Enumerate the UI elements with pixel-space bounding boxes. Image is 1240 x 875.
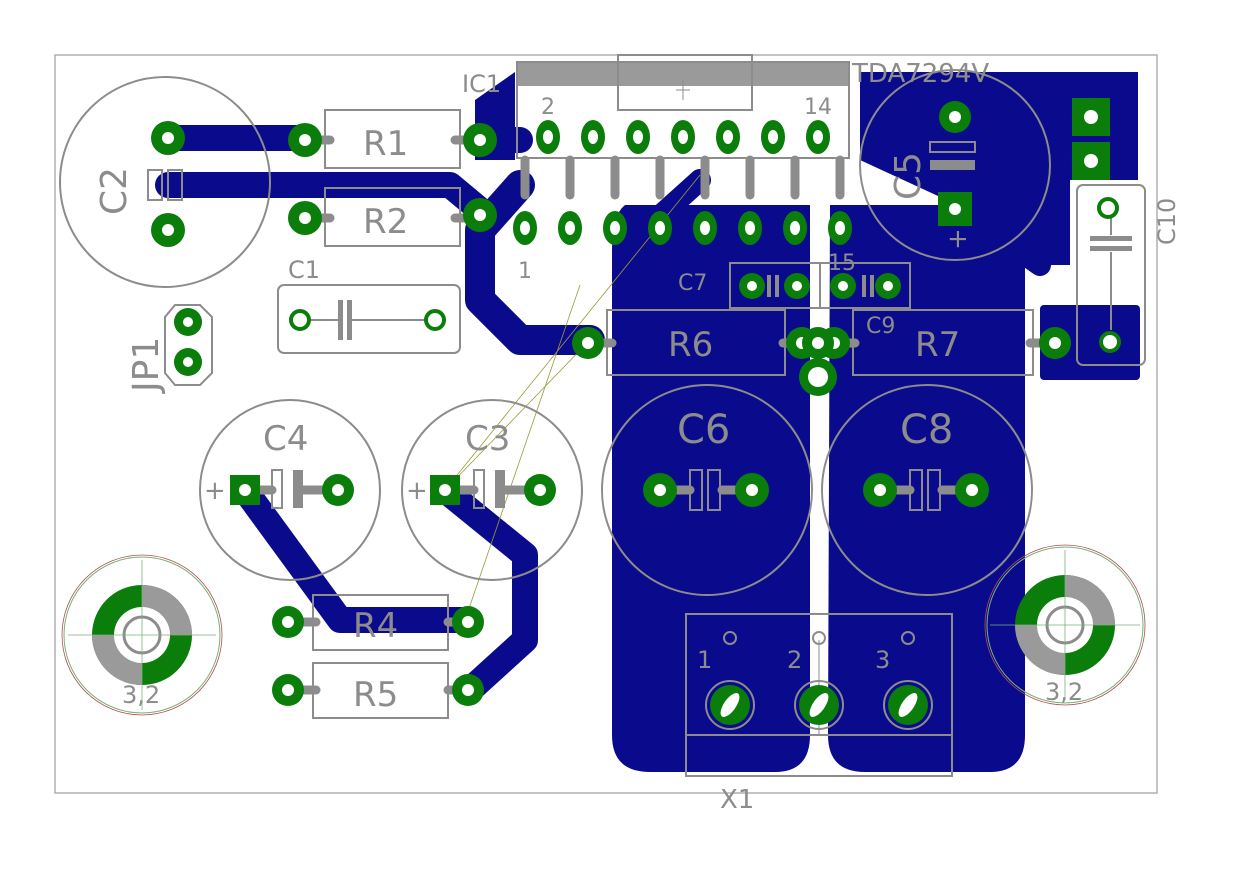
- r1-label: R1: [363, 124, 408, 164]
- c3-label: C3: [465, 419, 510, 459]
- r6-label: R6: [668, 325, 713, 365]
- c9: C9: [819, 262, 911, 339]
- chip-part-label: TDA7294V: [851, 59, 989, 89]
- power-pads: [1072, 98, 1110, 180]
- jp1: JP1: [126, 304, 213, 394]
- c4-plus: +: [204, 476, 226, 506]
- x1-pin3-label: 3: [875, 646, 890, 674]
- ic1-pads-top: [536, 120, 830, 154]
- r5: R5: [272, 662, 484, 719]
- c3-plus: +: [406, 476, 428, 506]
- ic1: IC1 2 14 1 15 TDA7294V: [462, 54, 989, 284]
- ic1-body: [516, 61, 850, 159]
- mounting-hole-left: 3,2: [61, 554, 223, 716]
- c8-label: C8: [900, 407, 953, 453]
- c3: C3 +: [401, 399, 583, 581]
- c5-label: C5: [888, 152, 929, 200]
- mounting-hole-right: 3,2: [984, 544, 1146, 706]
- r4: R4: [272, 594, 484, 651]
- c8: C8: [821, 384, 1033, 596]
- r2: R2: [288, 187, 497, 247]
- c6-label: C6: [677, 407, 730, 453]
- ic1-label: IC1: [462, 70, 501, 98]
- ic1-pin14-label: 14: [804, 95, 832, 120]
- x1-pin1-label: 1: [697, 646, 712, 674]
- c7: C7: [678, 262, 821, 309]
- r1: R1: [288, 109, 497, 169]
- board-outline: [54, 54, 1158, 794]
- hole-right-label: 3,2: [1045, 678, 1083, 706]
- r4-label: R4: [353, 606, 398, 646]
- r5-label: R5: [353, 675, 398, 715]
- c10-label: C10: [1153, 198, 1181, 245]
- c6: C6: [601, 384, 813, 596]
- x1: 1 2 3 X1: [685, 613, 953, 815]
- c5: C5 +: [859, 69, 1051, 261]
- x1-pin2-label: 2: [787, 646, 802, 674]
- c9-label: C9: [866, 314, 895, 339]
- jp1-label: JP1: [126, 337, 167, 394]
- hole-left-label: 3,2: [122, 681, 160, 709]
- x1-label: X1: [720, 785, 754, 815]
- ic1-pin2-label: 2: [541, 95, 555, 120]
- ic1-tab: [617, 54, 753, 111]
- c4: C4 +: [199, 399, 381, 581]
- ic1-pads-bottom: [513, 211, 852, 245]
- r7-label: R7: [915, 325, 960, 365]
- c4-label: C4: [263, 419, 308, 459]
- c1-label: C1: [288, 256, 320, 284]
- c1: C1: [277, 256, 461, 354]
- c2: C2: [59, 76, 271, 288]
- r2-label: R2: [363, 202, 408, 242]
- c5-plus: +: [943, 228, 973, 250]
- c7-label: C7: [678, 271, 707, 296]
- ic1-pin1-label: 1: [518, 259, 532, 284]
- center-vias: [799, 327, 837, 396]
- c2-label: C2: [94, 167, 135, 215]
- c10: C10: [1076, 184, 1181, 366]
- copper-pours: [475, 72, 1140, 772]
